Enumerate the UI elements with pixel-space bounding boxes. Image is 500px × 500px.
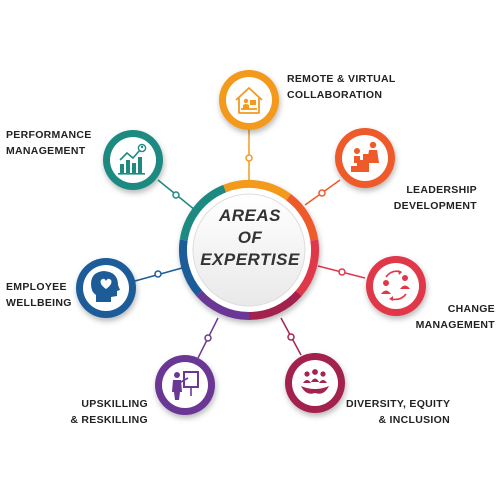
- presentation-icon: [172, 371, 199, 400]
- connector-dot-diversity: [287, 333, 295, 341]
- node-diversity: [285, 353, 345, 413]
- home-office-icon: [235, 87, 263, 114]
- center-title: AREAS OF EXPERTISE: [180, 205, 320, 271]
- center-title-line3: EXPERTISE: [200, 250, 300, 269]
- connector-dot-leadership: [318, 189, 326, 197]
- change-cycle-icon: [381, 270, 410, 301]
- connector-dot-upskilling: [204, 334, 212, 342]
- center-title-line1: AREAS: [218, 206, 281, 225]
- center-title-line2: OF: [237, 228, 263, 247]
- node-change: [366, 256, 426, 316]
- label-upskilling: UPSKILLING & RESKILLING: [70, 398, 148, 426]
- node-performance: [103, 130, 163, 190]
- ring-segment-teal: [179, 184, 227, 241]
- connector-dot-wellbeing: [154, 270, 162, 278]
- node-remote: [219, 70, 279, 130]
- ring-segment-orange: [223, 179, 292, 201]
- label-change: CHANGE MANAGEMENT: [415, 303, 495, 331]
- connector-dot-change: [338, 268, 346, 276]
- connector-dot-performance: [172, 191, 180, 199]
- label-performance: PERFORMANCE MANAGEMENT: [6, 129, 92, 157]
- connector-lines: [134, 128, 366, 359]
- ring-segment-maroon: [248, 290, 302, 320]
- team-hands-icon: [301, 369, 329, 394]
- label-leadership: LEADERSHIP DEVELOPMENT: [393, 184, 477, 212]
- head-heart-icon: [91, 271, 120, 302]
- growth-chart-icon: [118, 143, 147, 175]
- label-wellbeing: EMPLOYEE WELLBEING: [6, 281, 72, 309]
- ring-segment-red: [295, 239, 319, 297]
- ring-segment-blue: [179, 239, 203, 297]
- ring-segment-purple: [196, 290, 250, 320]
- label-remote: REMOTE & VIRTUAL COLLABORATION: [287, 73, 396, 101]
- ring-segment-red-orange: [286, 193, 319, 241]
- label-diversity: DIVERSITY, EQUITY & INCLUSION: [346, 398, 451, 426]
- leadership-stairs-icon: [351, 141, 379, 172]
- connector-dot-remote: [245, 154, 253, 162]
- center-ring: [179, 179, 319, 320]
